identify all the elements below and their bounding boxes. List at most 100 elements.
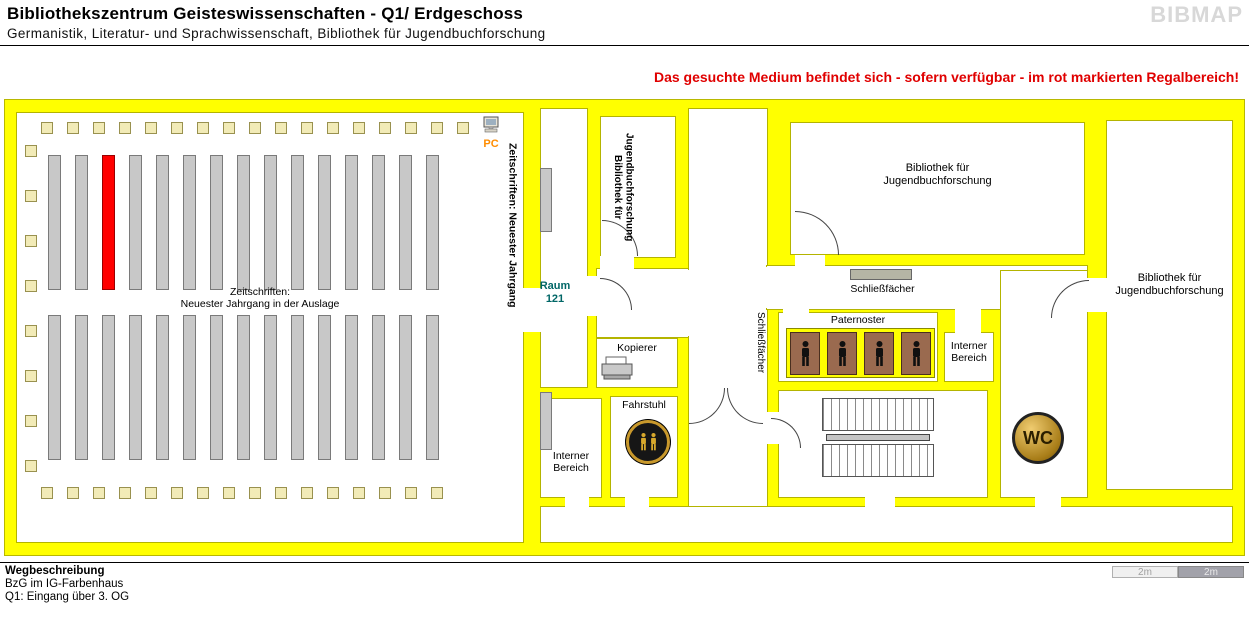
reading-desk bbox=[457, 122, 469, 134]
bookshelf bbox=[372, 155, 385, 290]
person-icon bbox=[801, 340, 809, 366]
stair-flight bbox=[822, 444, 934, 477]
room-jugendbuch-right bbox=[1106, 120, 1233, 490]
bookshelf bbox=[372, 315, 385, 460]
bookshelf bbox=[426, 155, 439, 290]
pc-icon bbox=[482, 116, 504, 136]
reading-desk bbox=[25, 235, 37, 247]
kopierer-label: Kopierer bbox=[617, 342, 657, 354]
scale-segment: 2m bbox=[1112, 566, 1178, 578]
paternoster-cabin bbox=[901, 332, 931, 375]
bookshelf bbox=[264, 155, 277, 290]
zeitschriften-auslage-label: Zeitschriften: Neuester Jahrgang in der … bbox=[180, 286, 340, 311]
jugendbuch-vertical-label: Bibliothek für Jugendbuchforschung bbox=[611, 132, 635, 242]
reading-desk bbox=[327, 487, 339, 499]
page-subtitle: Germanistik, Literatur- und Sprachwissen… bbox=[7, 26, 546, 41]
floor-plan: WC PC Zeitschriften: Neuester Jahrgang i… bbox=[4, 99, 1245, 556]
reading-desk bbox=[431, 122, 443, 134]
interner-bereich-left-label: Interner Bereich bbox=[552, 450, 590, 475]
door-opening bbox=[565, 494, 589, 510]
bookshelf bbox=[345, 155, 358, 290]
reading-desk bbox=[25, 460, 37, 472]
reading-desk bbox=[67, 122, 79, 134]
header-divider bbox=[0, 45, 1249, 46]
schliessfaecher-label: Schließfächer bbox=[850, 283, 915, 295]
reading-desk bbox=[327, 122, 339, 134]
reading-desk bbox=[25, 190, 37, 202]
paternoster-label: Paternoster bbox=[830, 314, 886, 326]
bookshelf bbox=[237, 155, 250, 290]
person-icon bbox=[838, 340, 846, 366]
reading-desk bbox=[197, 487, 209, 499]
reading-desk bbox=[223, 487, 235, 499]
bookshelf bbox=[102, 315, 115, 460]
door-opening bbox=[955, 306, 981, 336]
bookshelf bbox=[156, 155, 169, 290]
stair-flight bbox=[822, 398, 934, 431]
corridor-raum-121 bbox=[540, 108, 588, 388]
notice-text: Das gesuchte Medium befindet sich - sofe… bbox=[653, 69, 1239, 85]
scale-segment: 2m bbox=[1178, 566, 1244, 578]
reading-desk bbox=[171, 487, 183, 499]
bookshelf bbox=[48, 155, 61, 290]
reading-desk bbox=[275, 487, 287, 499]
reading-desk bbox=[145, 122, 157, 134]
wc-label: WC bbox=[1023, 427, 1053, 448]
reading-desk bbox=[301, 487, 313, 499]
staircase bbox=[822, 398, 934, 478]
scale-bar: 2m 2m bbox=[1112, 566, 1244, 578]
copier-icon bbox=[600, 356, 638, 382]
reading-desk bbox=[197, 122, 209, 134]
bookshelf bbox=[48, 315, 61, 460]
corridor-junction bbox=[687, 270, 693, 336]
pc-label: PC bbox=[483, 138, 499, 150]
bookshelf bbox=[129, 315, 142, 460]
stair-handrail bbox=[826, 434, 930, 441]
bookshelf bbox=[156, 315, 169, 460]
footer-heading: Wegbeschreibung bbox=[5, 565, 105, 577]
footer-building: BzG im IG-Farbenhaus bbox=[5, 578, 124, 590]
reading-desk bbox=[41, 122, 53, 134]
reading-desk bbox=[145, 487, 157, 499]
reading-desk bbox=[405, 487, 417, 499]
room-jugendbuch-small bbox=[600, 116, 676, 258]
bookshelf bbox=[291, 315, 304, 460]
reading-desk bbox=[93, 122, 105, 134]
bookshelf bbox=[426, 315, 439, 460]
door-opening bbox=[1035, 494, 1061, 510]
bookshelf bbox=[345, 315, 358, 460]
bookshelf bbox=[399, 315, 412, 460]
reading-desk bbox=[25, 325, 37, 337]
reading-desk bbox=[25, 370, 37, 382]
highlighted-shelf bbox=[102, 155, 115, 290]
reading-desk bbox=[405, 122, 417, 134]
reading-desk bbox=[25, 415, 37, 427]
reading-desk bbox=[275, 122, 287, 134]
reading-desk bbox=[353, 122, 365, 134]
schliessfaecher-vertical-label: Schließfächer bbox=[754, 312, 766, 374]
door-opening bbox=[625, 494, 649, 510]
bookshelf bbox=[210, 315, 223, 460]
fahrstuhl-label: Fahrstuhl bbox=[622, 399, 666, 411]
corridor-bottom bbox=[540, 506, 1233, 543]
elevator-icon bbox=[626, 420, 670, 464]
reading-desk bbox=[249, 487, 261, 499]
door-opening bbox=[865, 494, 895, 510]
paternoster-lift bbox=[786, 328, 935, 378]
bookshelf bbox=[129, 155, 142, 290]
reading-desk bbox=[119, 487, 131, 499]
lockers-cabinet bbox=[850, 269, 912, 280]
reading-desk bbox=[171, 122, 183, 134]
bookshelf bbox=[183, 155, 196, 290]
corridor-shelf bbox=[540, 392, 552, 450]
reading-desk bbox=[431, 487, 443, 499]
reading-desk bbox=[249, 122, 261, 134]
bookshelf bbox=[237, 315, 250, 460]
person-icon bbox=[640, 433, 646, 451]
raum-121-label: Raum 121 bbox=[539, 280, 571, 305]
bookshelf bbox=[318, 315, 331, 460]
door-opening bbox=[521, 288, 541, 332]
reading-desk bbox=[67, 487, 79, 499]
bookshelf bbox=[183, 315, 196, 460]
bookshelf bbox=[75, 155, 88, 290]
